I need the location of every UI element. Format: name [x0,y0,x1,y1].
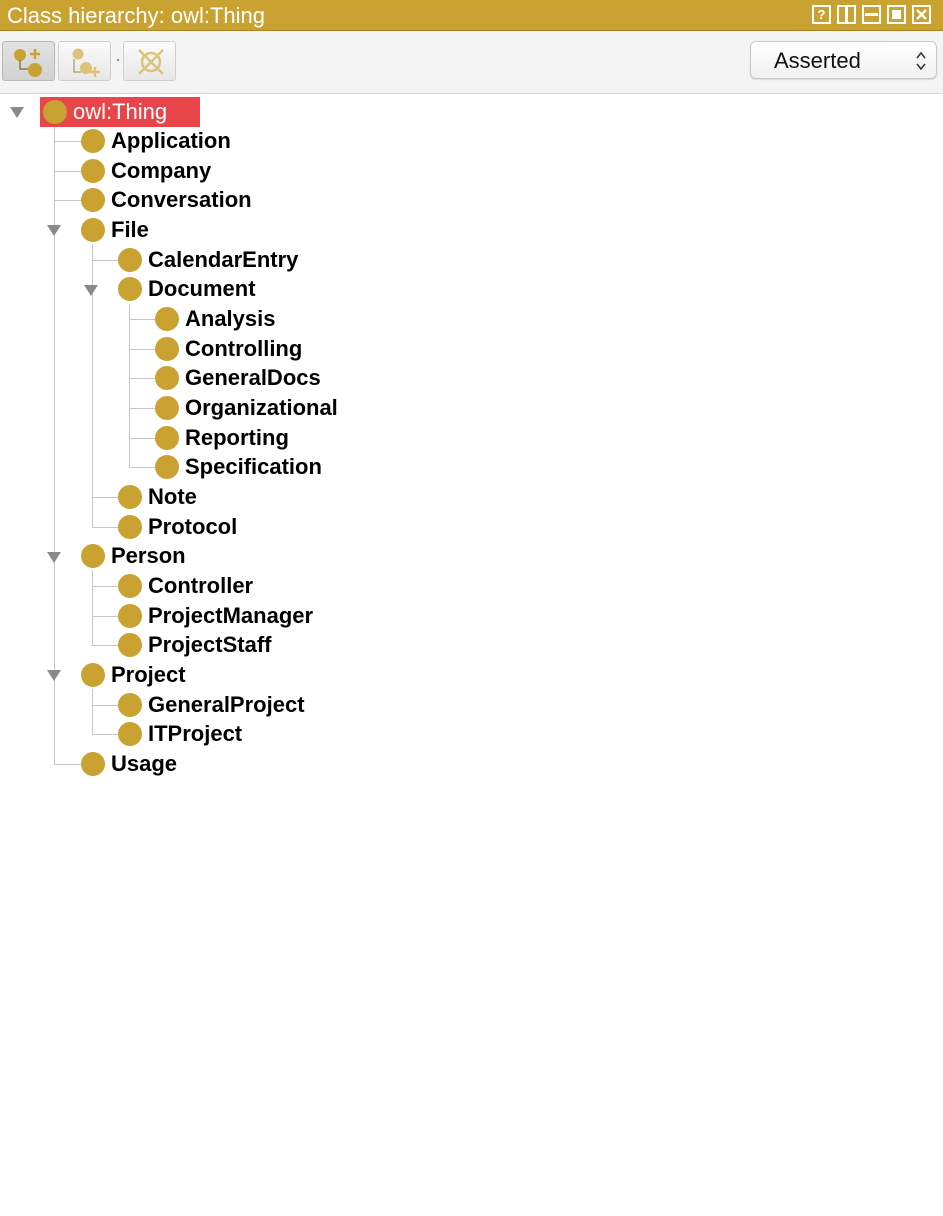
view-mode-select[interactable]: Asserted [750,41,937,79]
delete-class-icon [138,49,164,75]
expand-toggle-file[interactable] [47,225,61,236]
tree-node-label: GeneralProject [148,692,305,717]
class-icon [118,277,142,301]
class-icon [118,604,142,628]
class-icon [118,722,142,746]
tree-connector [92,570,93,646]
tree-node-label: Project [111,662,186,687]
tree-node-label: Document [148,276,256,301]
class-icon [118,248,142,272]
tree-connector [54,200,82,201]
tree-connector [54,125,55,764]
tree-connector [92,689,93,735]
class-icon [155,307,179,331]
add-subclass-icon [14,49,42,77]
tree-node-label: owl:Thing [73,99,168,124]
tree-connector [129,319,155,320]
tree-connector [92,497,118,498]
maximize-icon[interactable] [887,5,906,24]
class-icon [81,129,105,153]
tree-node-label: ProjectManager [148,603,314,628]
tree-connector [92,645,118,646]
tree-connector [92,527,118,528]
expand-toggle-owl-thing[interactable] [10,107,24,118]
class-icon [155,455,179,479]
class-icon [81,218,105,242]
tree-node-label: File [111,217,149,242]
split-view-icon[interactable] [837,5,856,24]
class-icon [155,396,179,420]
tree-connector [92,260,118,261]
select-arrows-icon [916,51,926,71]
class-icon [81,159,105,183]
help-icon[interactable]: ? [812,5,831,24]
tree-node-label: Conversation [111,187,252,212]
expand-toggle-document[interactable] [84,285,98,296]
tree-connector [54,171,82,172]
tree-connector [54,141,82,142]
class-icon [43,100,67,124]
add-sibling-button[interactable] [58,41,111,81]
tree-node-label: Organizational [185,395,338,420]
minimize-icon[interactable] [862,5,881,24]
toolbar: Asserted [0,31,943,94]
tree-connector [129,378,155,379]
tree-node-label: Usage [111,751,178,776]
tree-node-label: Person [111,543,186,568]
class-icon [118,485,142,509]
class-icon [155,366,179,390]
tree-connector [92,586,118,587]
class-icon [81,544,105,568]
tree-connector [129,349,155,350]
tree-connector [92,616,118,617]
expand-toggle-person[interactable] [47,552,61,563]
tree-node-label: Analysis [185,306,276,331]
tree-connector [129,408,155,409]
tree-node-label: Controlling [185,336,303,361]
tree-node-label: ITProject [148,721,243,746]
tree-connector [129,304,130,468]
delete-class-button[interactable] [123,41,176,81]
tree-connector [92,705,118,706]
expand-toggle-project[interactable] [47,670,61,681]
toolbar-separator [117,59,119,61]
tree-node-label: Specification [185,454,322,479]
view-mode-value: Asserted [774,48,861,73]
class-icon [118,693,142,717]
tree-node-label: Company [111,158,212,183]
add-sibling-icon [72,48,100,77]
class-icon [81,752,105,776]
class-icon [118,574,142,598]
class-icon [81,188,105,212]
tree-connector [92,734,118,735]
tree-connector [54,764,82,765]
tree-node-label: Controller [148,573,254,598]
tree-node-label: GeneralDocs [185,365,321,390]
tree-node-label: Note [148,484,197,509]
tree-node-label: ProjectStaff [148,632,272,657]
tree-connector [92,244,93,527]
class-icon [155,426,179,450]
tree-node-label: Protocol [148,514,238,539]
tree-node-label: Reporting [185,425,289,450]
class-icon [118,515,142,539]
title-bar: Class hierarchy: owl:Thing ? [0,0,943,31]
tree-connector [129,438,155,439]
add-subclass-button[interactable] [2,41,55,81]
class-hierarchy-tree: owl:Thing Application Company Conversati… [0,95,943,1216]
class-icon [155,337,179,361]
class-icon [81,663,105,687]
window-title: Class hierarchy: owl:Thing [7,3,265,28]
tree-connector [129,467,155,468]
close-icon[interactable] [912,5,931,24]
class-icon [118,633,142,657]
tree-node-label: CalendarEntry [148,247,299,272]
tree-node-label: Application [111,128,231,153]
